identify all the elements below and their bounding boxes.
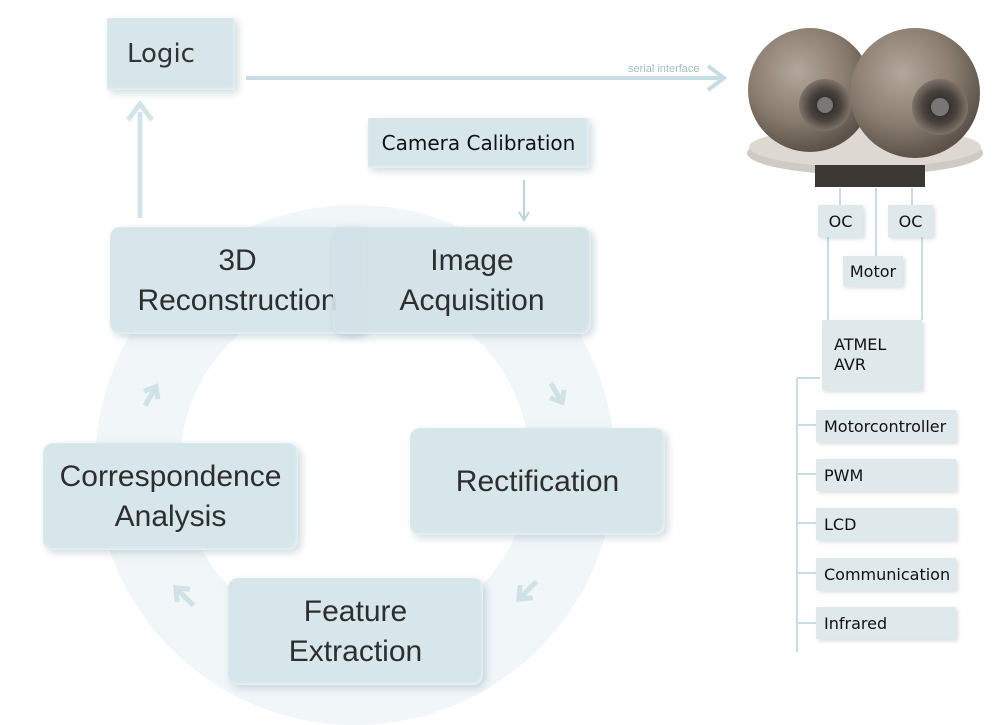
acquisition-box: Image Acquisition <box>333 227 591 334</box>
cycle-arrow-feat-corr <box>173 585 196 608</box>
camera-calibration-label: Camera Calibration <box>381 131 576 155</box>
motor-box: Motor <box>843 256 903 286</box>
feature-line1: Feature <box>303 594 408 628</box>
oc-right-box: OC <box>888 205 933 237</box>
peripheral-communication: Communication <box>816 558 956 590</box>
serial-interface-label: serial interface <box>628 63 700 75</box>
logic-box: Logic <box>107 18 235 90</box>
peripheral-label: Infrared <box>824 613 888 633</box>
peripheral-lcd: LCD <box>816 508 956 540</box>
oc-left-box: OC <box>818 205 863 237</box>
reconstruction-box: 3D Reconstruction <box>110 227 365 334</box>
peripheral-label: LCD <box>824 514 857 534</box>
acquisition-line1: Image <box>430 243 514 277</box>
atmel-line1: ATMEL <box>834 335 887 354</box>
cycle-arrow-acq-rect <box>548 382 567 406</box>
peripheral-label: Motorcontroller <box>824 416 947 436</box>
peripheral-label: PWM <box>824 465 864 485</box>
correspondence-line2: Analysis <box>114 499 227 533</box>
oc-right-label: OC <box>898 211 923 231</box>
feature-extraction-box: Feature Extraction <box>228 578 483 685</box>
oc-left-label: OC <box>828 211 853 231</box>
peripheral-motorcontroller: Motorcontroller <box>816 410 956 442</box>
reconstruction-line2: Reconstruction <box>137 283 338 317</box>
atmel-line2: AVR <box>834 355 866 374</box>
motor-label: Motor <box>849 261 897 281</box>
connectors <box>126 64 923 652</box>
peripheral-pwm: PWM <box>816 459 956 491</box>
cycle-arrow-corr-recon <box>142 383 161 407</box>
peripheral-label: Communication <box>824 564 951 584</box>
cycle-arrow-rect-feat <box>516 579 539 602</box>
stereo-camera-icon <box>747 28 983 187</box>
peripheral-infrared: Infrared <box>816 607 956 639</box>
correspondence-line1: Correspondence <box>59 459 282 493</box>
logic-label: Logic <box>127 39 195 69</box>
camera-calibration-box: Camera Calibration <box>368 118 589 168</box>
serial-arrow-head <box>706 64 728 92</box>
feature-line2: Extraction <box>288 634 423 668</box>
rectification-label: Rectification <box>455 464 620 498</box>
acquisition-line2: Acquisition <box>399 283 545 317</box>
logic-up-arrow-head <box>126 99 154 122</box>
reconstruction-line1: 3D <box>218 243 257 277</box>
calibration-down-arrow-head <box>518 211 530 222</box>
atmel-avr-box: ATMEL AVR <box>822 320 922 390</box>
rectification-box: Rectification <box>410 428 665 535</box>
correspondence-box: Correspondence Analysis <box>43 443 298 550</box>
